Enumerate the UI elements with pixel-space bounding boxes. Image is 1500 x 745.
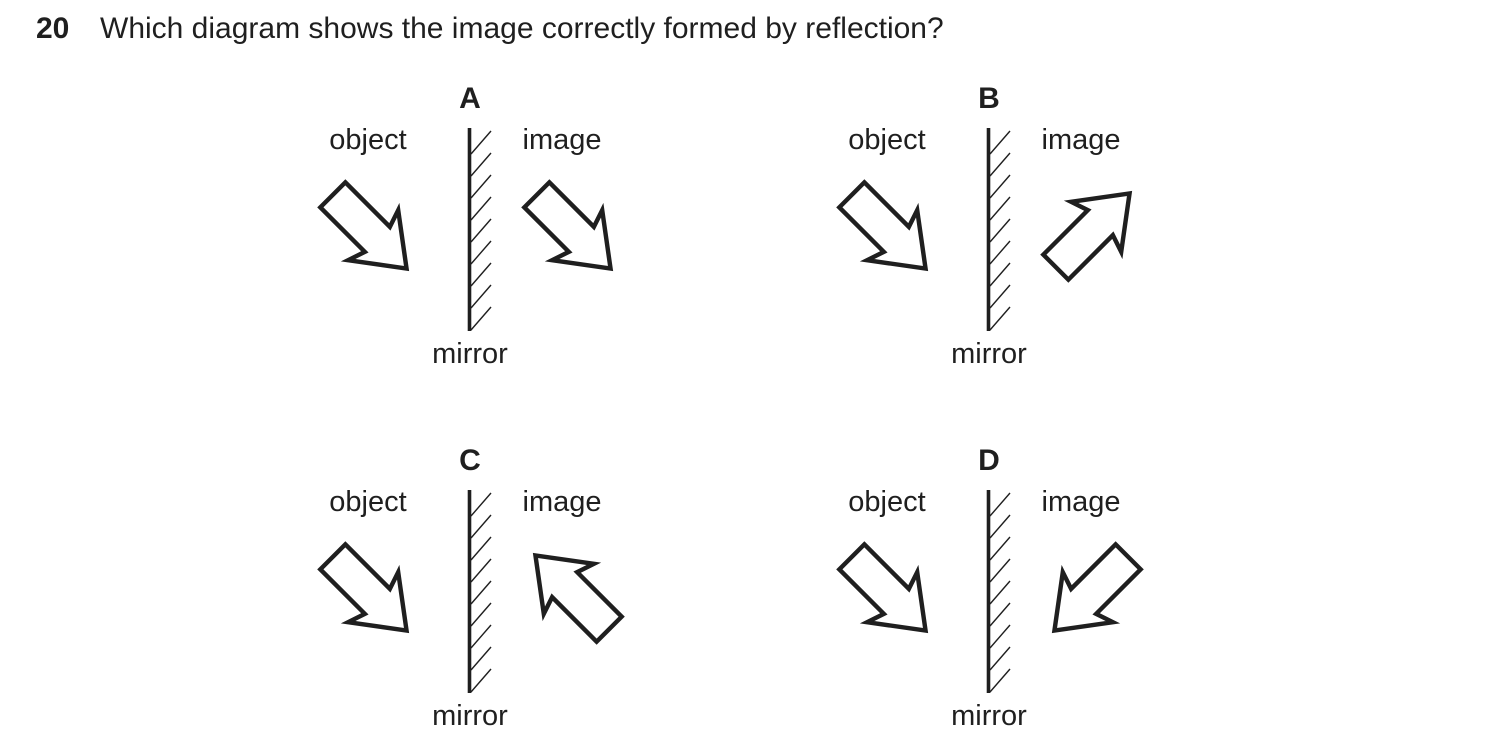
object-arrow-icon [310, 172, 428, 290]
object-label: object [329, 486, 407, 518]
question-text: Which diagram shows the image correctly … [100, 12, 944, 45]
image-label: image [522, 486, 602, 518]
mirror-line-icon [986, 490, 1020, 693]
mirror-label: mirror [432, 700, 508, 732]
mirror-line-icon [467, 128, 501, 331]
object-arrow-icon [829, 534, 947, 652]
mirror-label: mirror [432, 338, 508, 370]
image-label: image [522, 124, 602, 156]
image-label: image [1041, 124, 1121, 156]
object-arrow-icon [310, 534, 428, 652]
image-label: image [1041, 486, 1121, 518]
diagram-option-d: D object image mirror [789, 442, 1189, 742]
image-arrow-icon [514, 172, 632, 290]
image-arrow-icon [514, 534, 632, 652]
object-label: object [848, 486, 926, 518]
diagram-letter: A [459, 82, 481, 115]
diagram-letter: D [978, 444, 1000, 477]
object-arrow-icon [829, 172, 947, 290]
mirror-label: mirror [951, 700, 1027, 732]
diagram-option-c: C object image mirror [270, 442, 670, 742]
diagram-letter: B [978, 82, 1000, 115]
diagram-letter: C [459, 444, 481, 477]
image-arrow-icon [1033, 534, 1151, 652]
mirror-line-icon [986, 128, 1020, 331]
question-number: 20 [36, 12, 70, 45]
diagram-option-b: B object image mirror [789, 80, 1189, 380]
object-label: object [848, 124, 926, 156]
object-label: object [329, 124, 407, 156]
question-header: 20 Which diagram shows the image correct… [36, 12, 944, 45]
mirror-label: mirror [951, 338, 1027, 370]
diagram-option-a: A object image mirror [270, 80, 670, 380]
image-arrow-icon [1033, 172, 1151, 290]
mirror-line-icon [467, 490, 501, 693]
